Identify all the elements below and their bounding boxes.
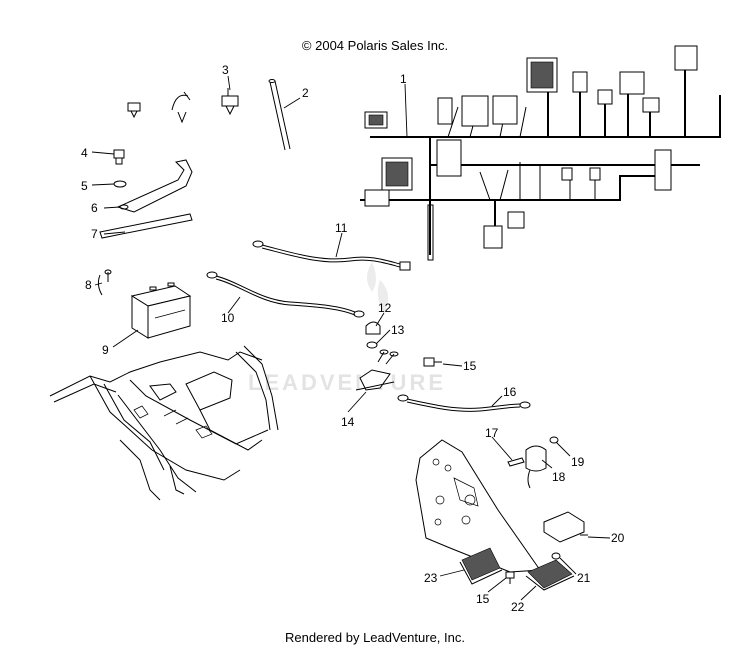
- part-18-coil: [525, 445, 547, 489]
- part-2-rod: [268, 79, 291, 151]
- callout-9: 9: [102, 343, 109, 357]
- callout-21: 21: [577, 571, 591, 585]
- watermark: LEADVENTURE: [248, 262, 446, 395]
- watermark-text: LEADVENTURE: [248, 370, 446, 395]
- copyright-text: © 2004 Polaris Sales Inc.: [301, 38, 449, 53]
- part-5-washer: [113, 180, 127, 188]
- callout-12: 12: [378, 301, 392, 315]
- callout-5: 5: [81, 179, 88, 193]
- callout-7: 7: [91, 227, 98, 241]
- part-8-screw: [97, 269, 112, 296]
- part-15-screw-lower: [505, 571, 515, 584]
- callout-22: 22: [511, 600, 525, 614]
- part-21-nut: [551, 552, 561, 560]
- part-15-screw-upper: [423, 357, 442, 367]
- part-20-module: [543, 511, 588, 543]
- wiring-harness: [360, 45, 721, 261]
- callout-1: 1: [400, 72, 407, 86]
- mounting-plate: [415, 439, 541, 573]
- part-9-battery: [130, 282, 192, 339]
- callout-19: 19: [571, 455, 585, 469]
- callout-20: 20: [611, 531, 625, 545]
- part-19-nut: [549, 436, 559, 444]
- part-7-pad: [99, 213, 193, 239]
- part-10-cable: [206, 271, 365, 318]
- part-12-boot: [365, 321, 381, 335]
- callout-8: 8: [85, 278, 92, 292]
- part-23-cdi-box: [459, 547, 503, 585]
- callout-23: 23: [424, 571, 438, 585]
- part-11-cable: [252, 240, 411, 271]
- callout-15-lower: 15: [476, 592, 490, 606]
- part-14-solenoid: [355, 349, 399, 391]
- callout-14: 14: [341, 415, 355, 429]
- part-4-bolt: [113, 149, 125, 165]
- part-17-pin: [507, 457, 525, 467]
- part-6-bracket: [116, 159, 193, 213]
- clip-fasteners: [127, 88, 239, 124]
- part-13-nut: [366, 341, 378, 349]
- callout-13: 13: [391, 323, 405, 337]
- callout-6: 6: [91, 201, 98, 215]
- callout-11: 11: [335, 221, 348, 235]
- callout-4: 4: [81, 146, 88, 160]
- callout-15: 15: [463, 359, 477, 373]
- callout-10: 10: [221, 311, 235, 325]
- part-16-cable: [397, 394, 531, 412]
- footer-text: Rendered by LeadVenture, Inc.: [285, 630, 465, 645]
- vehicle-frame: [49, 345, 279, 501]
- callout-2: 2: [302, 86, 309, 100]
- callout-3: 3: [222, 63, 229, 77]
- callout-17: 17: [485, 426, 499, 440]
- part-22-regulator: [525, 559, 575, 591]
- callout-16: 16: [503, 385, 517, 399]
- callout-18: 18: [552, 470, 566, 484]
